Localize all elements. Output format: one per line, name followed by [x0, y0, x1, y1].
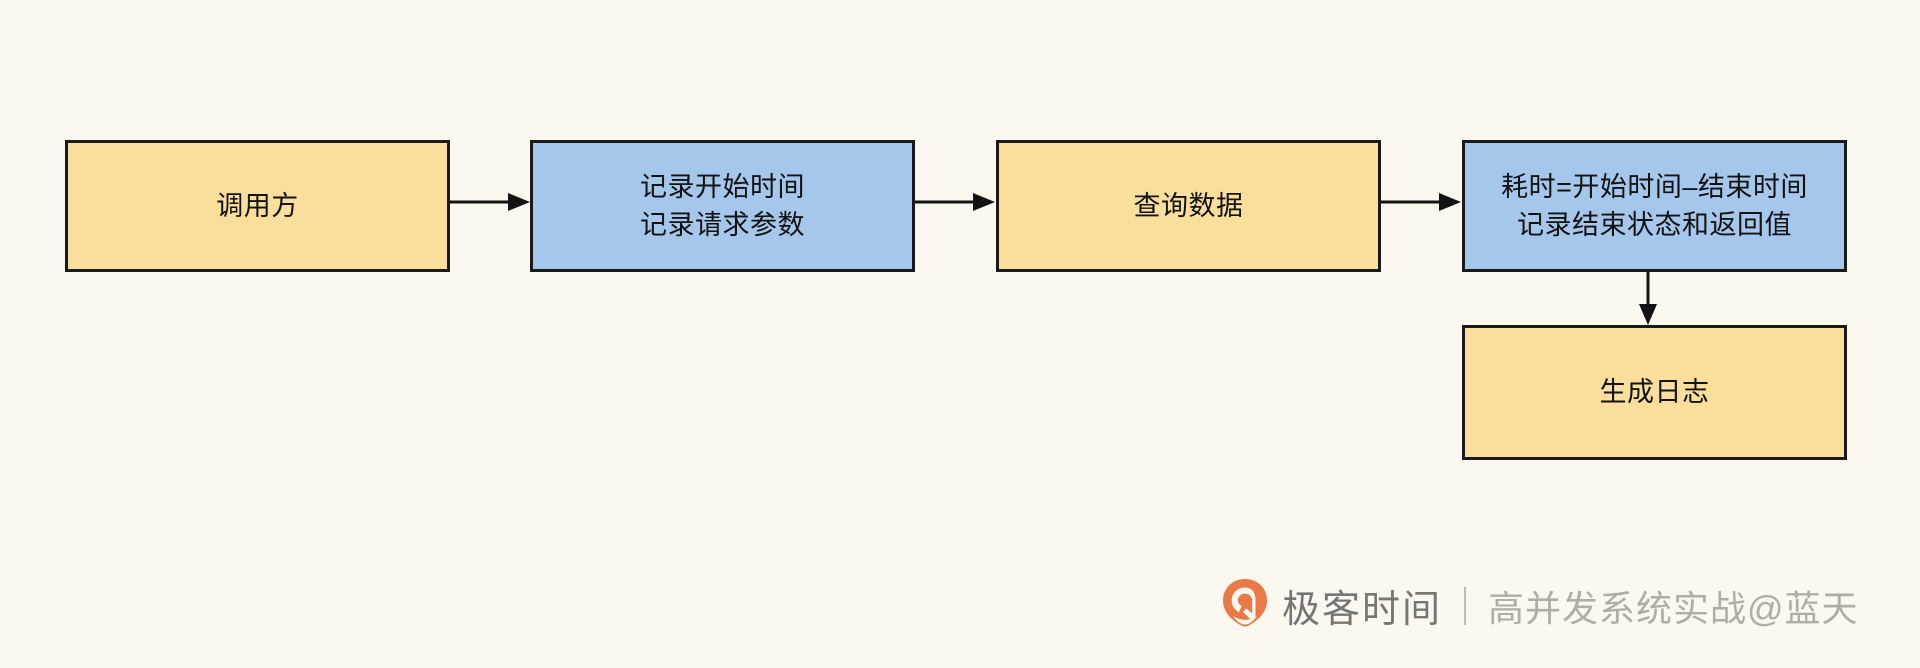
flow-node-generate-log-line-1: 生成日志	[1599, 377, 1710, 408]
flow-node-generate-log[interactable]: 生成日志	[1462, 325, 1847, 460]
flow-arrow-record-to-query	[915, 192, 997, 212]
flow-node-elapsed-time[interactable]: 耗时=开始时间–结束时间 记录结束状态和返回值	[1462, 140, 1847, 272]
flow-node-record-start-line-2: 记录请求参数	[640, 210, 805, 240]
flow-node-record-start-line-1: 记录开始时间	[640, 171, 805, 202]
flow-node-elapsed-time-line-2: 记录结束状态和返回值	[1517, 210, 1792, 240]
watermark-brand: 极客时间	[1282, 589, 1443, 631]
flow-arrow-caller-to-record	[450, 192, 532, 212]
watermark-divider	[1464, 586, 1467, 625]
flow-node-query-data-line-1: 查询数据	[1133, 190, 1244, 221]
watermark-course: 高并发系统实战@蓝天	[1488, 587, 1859, 629]
geektime-logo-icon	[1222, 578, 1268, 633]
flow-arrow-query-to-elapsed	[1381, 192, 1463, 212]
flow-node-elapsed-time-line-1: 耗时=开始时间–结束时间	[1501, 171, 1808, 202]
flow-node-record-start[interactable]: 记录开始时间 记录请求参数	[530, 140, 915, 272]
watermark: 极客时间 高并发系统实战@蓝天	[1222, 578, 1859, 633]
flow-arrow-elapsed-to-log	[1638, 272, 1658, 327]
flow-node-caller-line-1: 调用方	[216, 190, 299, 221]
flow-node-query-data[interactable]: 查询数据	[996, 140, 1381, 272]
flow-node-caller[interactable]: 调用方	[65, 140, 450, 272]
